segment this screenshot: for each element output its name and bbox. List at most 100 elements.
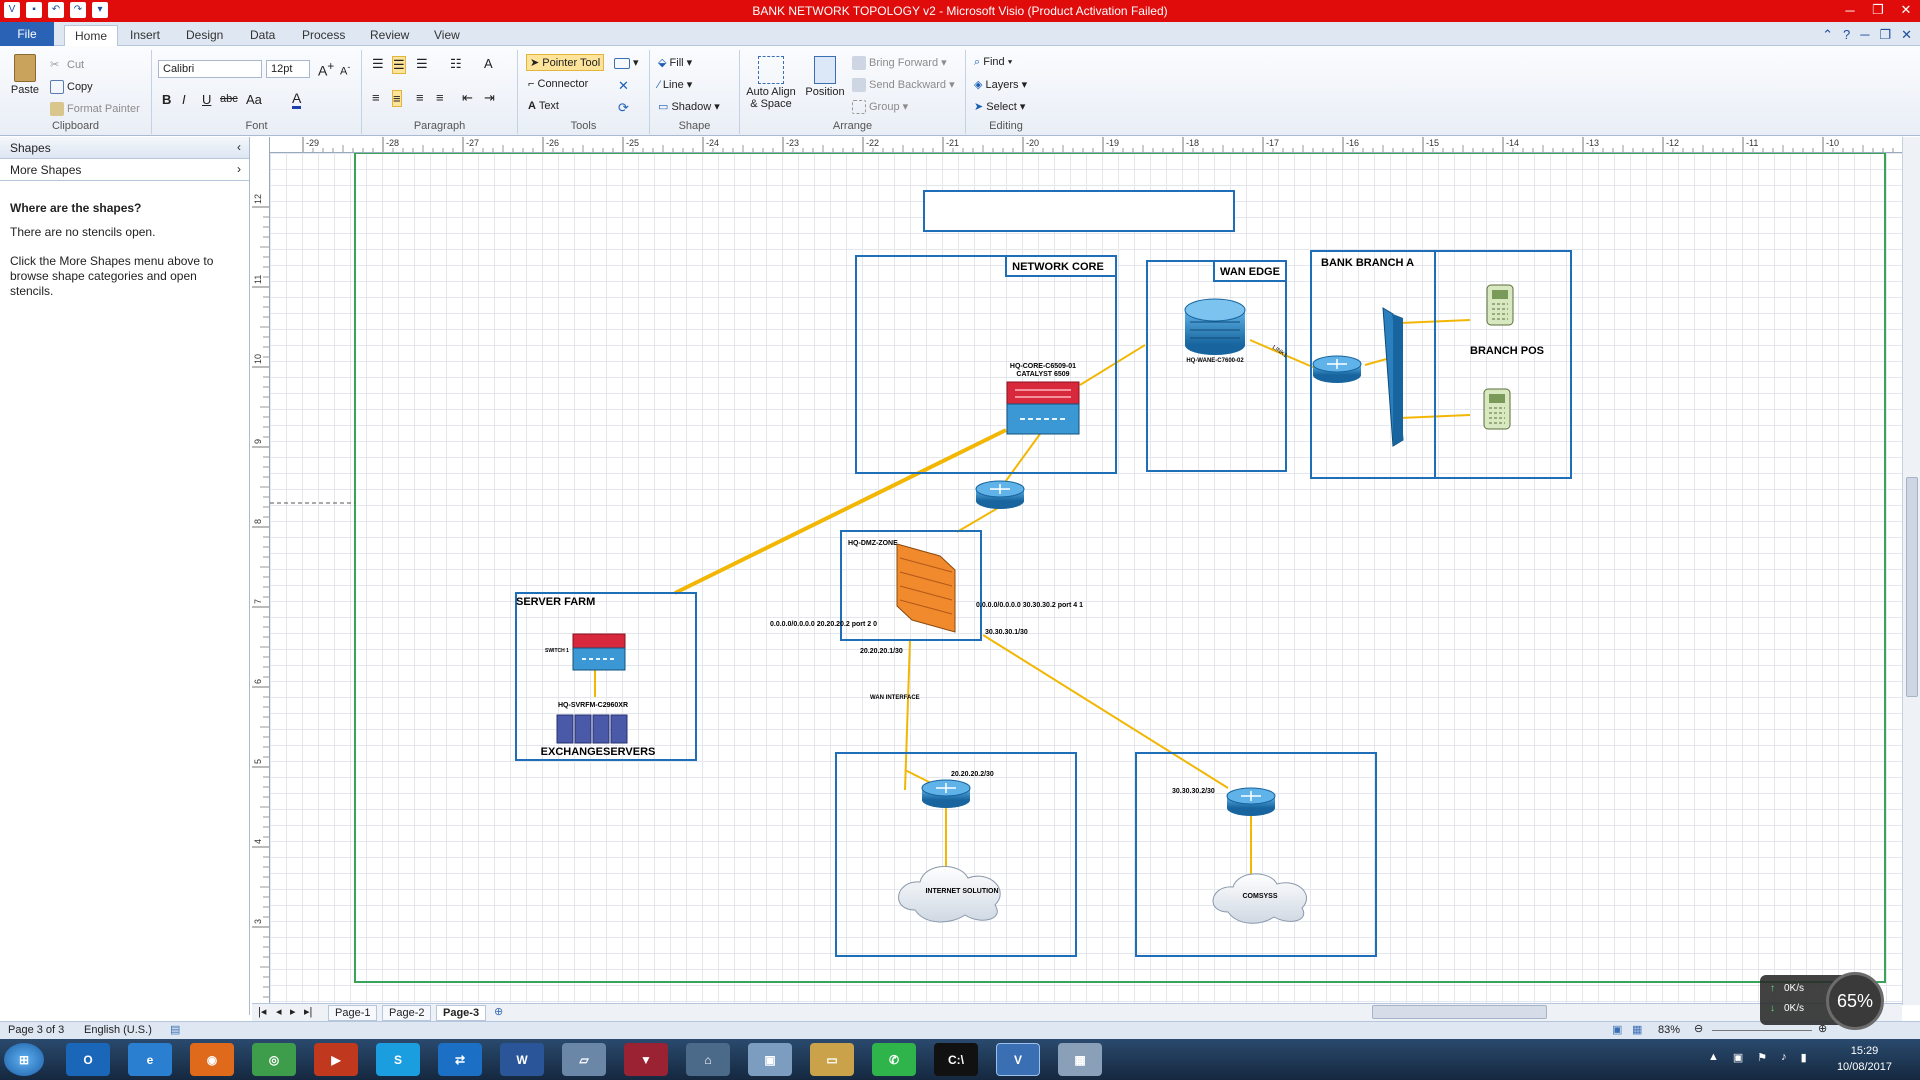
doc-restore-icon[interactable]: ❐ bbox=[1879, 27, 1892, 42]
firewall-wan-interface-link[interactable] bbox=[904, 639, 911, 791]
doc-close-icon[interactable]: ✕ bbox=[1901, 27, 1912, 42]
drawing-canvas[interactable]: NETWORK CORE HQ-CORE-C6509-01 CATALYST 6… bbox=[270, 153, 1902, 1003]
server-farm-container[interactable] bbox=[515, 592, 697, 761]
internet-cloud[interactable] bbox=[898, 865, 1001, 923]
font-family-select[interactable]: Calibri bbox=[158, 60, 262, 78]
customize-qat-icon[interactable]: ▾ bbox=[92, 2, 108, 18]
fill-button[interactable]: ⬙ Fill ▾ bbox=[658, 57, 693, 69]
flag-icon[interactable]: ⚑ bbox=[1757, 1052, 1768, 1064]
rectangle-tool-button[interactable]: ▾ bbox=[614, 56, 639, 69]
server-farm-switch[interactable] bbox=[572, 633, 626, 671]
tab-data[interactable]: Data bbox=[250, 28, 276, 42]
justify-button[interactable]: ≡ bbox=[436, 90, 444, 105]
tab-review[interactable]: Review bbox=[370, 28, 410, 42]
position-button[interactable]: Position bbox=[802, 56, 848, 98]
dmz-router[interactable] bbox=[975, 480, 1025, 509]
underline-button[interactable]: U bbox=[202, 92, 212, 107]
shapes-pane-header[interactable]: Shapes‹ bbox=[0, 137, 249, 159]
branch-switch[interactable] bbox=[1382, 307, 1404, 447]
shrink-font-button[interactable]: A- bbox=[340, 62, 351, 78]
exchange-servers-icon[interactable] bbox=[556, 714, 628, 744]
paste-button[interactable]: Paste bbox=[10, 54, 40, 104]
full-screen-icon[interactable]: ▦ bbox=[1632, 1024, 1643, 1036]
firefox-icon[interactable]: ◉ bbox=[190, 1043, 234, 1076]
wan-edge-container[interactable] bbox=[1146, 260, 1287, 472]
format-painter-button[interactable]: Format Painter bbox=[50, 102, 140, 116]
text-direction-button[interactable]: A bbox=[484, 56, 493, 71]
wan-branch-link[interactable] bbox=[1249, 339, 1316, 369]
core-switch[interactable] bbox=[1006, 381, 1080, 435]
auto-align-button[interactable]: Auto Align & Space bbox=[742, 56, 800, 110]
chrome-icon[interactable]: ◎ bbox=[252, 1043, 296, 1076]
insert-page-icon[interactable]: ⊕ bbox=[494, 1006, 504, 1018]
show-hidden-icons-icon[interactable]: ▲ bbox=[1708, 1051, 1719, 1063]
select-button[interactable]: ➤ Select ▾ bbox=[974, 101, 1026, 113]
shadow-button[interactable]: ▭ Shadow ▾ bbox=[658, 101, 720, 113]
italic-button[interactable]: I bbox=[182, 92, 186, 107]
bank-branch-container[interactable] bbox=[1310, 250, 1572, 479]
send-backward-button[interactable]: Send Backward ▾ bbox=[852, 78, 955, 93]
font-color-button[interactable]: A bbox=[292, 90, 302, 109]
align-right-button[interactable]: ≡ bbox=[416, 90, 424, 105]
zoom-slider[interactable] bbox=[1712, 1030, 1812, 1031]
increase-indent-button[interactable]: ⇥ bbox=[484, 90, 495, 105]
teamviewer-icon[interactable]: ⇄ bbox=[438, 1043, 482, 1076]
copy-button[interactable]: Copy bbox=[50, 80, 93, 94]
firewall[interactable] bbox=[896, 543, 956, 633]
strikethrough-button[interactable]: abc bbox=[220, 93, 238, 105]
network-core-container[interactable] bbox=[855, 255, 1117, 474]
system-clock[interactable]: 15:29 10/08/2017 bbox=[1837, 1043, 1892, 1075]
core-dmz-router-link[interactable] bbox=[1002, 433, 1041, 486]
group-button[interactable]: Group ▾ bbox=[852, 100, 908, 115]
comsys-container[interactable] bbox=[1135, 752, 1377, 957]
comsys-cloud[interactable] bbox=[1212, 873, 1308, 924]
vertical-scroll-thumb[interactable] bbox=[1906, 477, 1918, 697]
align-middle-button[interactable]: ☰ bbox=[392, 56, 406, 74]
page-tab-3[interactable]: Page-3 bbox=[436, 1005, 487, 1021]
grow-font-button[interactable]: A+ bbox=[318, 60, 335, 79]
skype-icon[interactable]: S bbox=[376, 1043, 420, 1076]
next-page-icon[interactable]: ▸ bbox=[290, 1006, 296, 1018]
core-server-farm-link[interactable] bbox=[674, 428, 1007, 595]
zoom-out-icon[interactable]: ⊖ bbox=[1694, 1023, 1704, 1035]
start-button-icon[interactable]: ⊞ bbox=[4, 1043, 44, 1076]
usb-icon[interactable]: ▣ bbox=[1732, 1052, 1744, 1064]
cut-button[interactable]: ✂Cut bbox=[50, 58, 85, 71]
command-prompt-icon[interactable]: C:\ bbox=[934, 1043, 978, 1076]
internet-router[interactable] bbox=[921, 779, 971, 808]
ribbon-minimize-icon[interactable]: ⌃ bbox=[1822, 27, 1833, 42]
tab-insert[interactable]: Insert bbox=[130, 28, 161, 42]
bold-button[interactable]: B bbox=[162, 92, 172, 107]
more-shapes-menu[interactable]: More Shapes› bbox=[0, 159, 249, 181]
branch-router[interactable] bbox=[1312, 355, 1362, 383]
dmz-router-firewall-link[interactable] bbox=[956, 504, 1004, 533]
network-tool-icon[interactable]: ⌂ bbox=[686, 1043, 730, 1076]
doc-minimize-icon[interactable]: ─ bbox=[1860, 27, 1870, 42]
align-bottom-button[interactable]: ☰ bbox=[416, 56, 428, 71]
line-button[interactable]: ⁄ Line ▾ bbox=[658, 79, 693, 91]
layers-button[interactable]: ◈ Layers ▾ bbox=[974, 79, 1028, 91]
dmz-zone-container[interactable] bbox=[840, 530, 982, 641]
zoom-level[interactable]: 83% bbox=[1658, 1024, 1681, 1036]
connection-point-button[interactable]: ⟳ bbox=[618, 100, 629, 115]
file-explorer-icon[interactable]: ▭ bbox=[810, 1043, 854, 1076]
restore-icon[interactable]: ❐ bbox=[1872, 2, 1884, 17]
paint-icon[interactable]: ▣ bbox=[748, 1043, 792, 1076]
volume-icon[interactable]: ♪ bbox=[1781, 1051, 1787, 1063]
tab-design[interactable]: Design bbox=[186, 28, 224, 42]
horizontal-scroll-thumb[interactable] bbox=[1372, 1005, 1547, 1019]
change-case-button[interactable]: Aa bbox=[246, 92, 262, 107]
firewall-comsys-link[interactable] bbox=[982, 634, 1229, 789]
bring-forward-button[interactable]: Bring Forward ▾ bbox=[852, 56, 947, 71]
internet-explorer-icon[interactable]: e bbox=[128, 1043, 172, 1076]
align-left-button[interactable]: ≡ bbox=[372, 90, 380, 105]
bullets-button[interactable]: ☷ bbox=[450, 56, 462, 71]
word-icon[interactable]: W bbox=[500, 1043, 544, 1076]
connector-button[interactable]: ⌐ Connector bbox=[528, 78, 589, 90]
tab-file[interactable]: File bbox=[0, 22, 54, 46]
whatsapp-icon[interactable]: ✆ bbox=[872, 1043, 916, 1076]
zoom-in-icon[interactable]: ⊕ bbox=[1818, 1023, 1828, 1035]
outlook-icon[interactable]: O bbox=[66, 1043, 110, 1076]
media-player-icon[interactable]: ▶ bbox=[314, 1043, 358, 1076]
last-page-icon[interactable]: ▸| bbox=[304, 1006, 313, 1018]
